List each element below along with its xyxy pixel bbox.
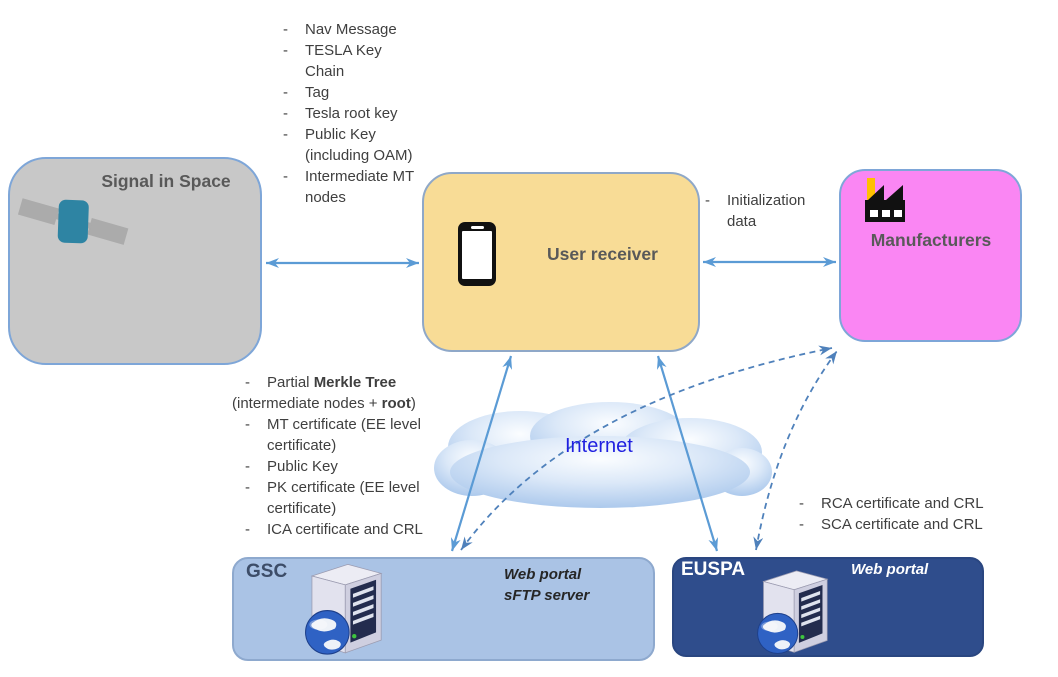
signal-in-space-title: Signal in Space [101, 171, 231, 191]
list-item: - Public Key (including OAM) [283, 126, 413, 164]
list-item: - Public Key [245, 458, 338, 475]
gsc-caption: Web portal sFTP server [504, 566, 590, 604]
arrow-userreceiver-euspa [656, 355, 719, 552]
list-item: - RCA certificate and CRL [799, 495, 984, 512]
bullet-dash: - [283, 105, 288, 122]
gsc-title: GSC [246, 561, 288, 582]
server-globe-icon [757, 570, 829, 654]
bullet-dash: - [245, 479, 250, 496]
bullet-dash: - [283, 168, 288, 185]
euspa-caption: Web portal [851, 561, 929, 578]
list-item: - PK certificate (EE level certificate) [245, 479, 420, 517]
bullet-dash: - [245, 374, 250, 391]
bullet-dash: - [283, 21, 288, 38]
list-item: - TESLA Key Chain [283, 42, 382, 80]
list-item: - SCA certificate and CRL [799, 516, 983, 533]
bullet-dash: - [283, 84, 288, 101]
list-item: - ICA certificate and CRL [245, 521, 423, 538]
satellite-icon [17, 198, 129, 245]
bullet-dash: - [799, 495, 804, 512]
euspa-box [672, 557, 984, 657]
euspa-distribution-list: - RCA certificate and CRL - SCA certific… [799, 493, 1044, 535]
bullet-dash: - [245, 458, 250, 475]
list-item: - Initialization data [705, 192, 806, 230]
list-item-continuation: (intermediate nodes + root) [232, 395, 416, 412]
list-item: - Nav Message [283, 21, 397, 38]
factory-icon [865, 178, 905, 222]
bullet-dash: - [705, 192, 710, 209]
smartphone-icon [458, 222, 496, 286]
list-item: - Intermediate MT nodes [283, 168, 414, 206]
gsc-box [232, 557, 655, 661]
list-item: - Tag [283, 84, 330, 101]
internet-label: Internet [565, 435, 633, 457]
server-globe-icon [305, 564, 383, 655]
list-item: - MT certificate (EE level certificate) [245, 416, 421, 454]
list-item: - Partial Merkle Tree [245, 374, 397, 391]
bullet-dash: - [799, 516, 804, 533]
sis-broadcast-list: - Nav Message - TESLA Key Chain - Tag - … [283, 19, 417, 208]
user-receiver-title: User receiver [547, 244, 658, 264]
bullet-dash: - [245, 521, 250, 538]
bullet-dash: - [283, 42, 288, 59]
list-item: - Tesla root key [283, 105, 398, 122]
online-distribution-list: - Partial Merkle Tree (intermediate node… [232, 372, 463, 540]
manufacturers-title: Manufacturers [870, 230, 992, 250]
bullet-dash: - [283, 126, 288, 143]
signal-in-space-box [8, 157, 262, 365]
initialization-data-list: - Initialization data [705, 190, 829, 232]
bullet-dash: - [245, 416, 250, 433]
euspa-title: EUSPA [681, 559, 746, 580]
arrow-gsc-manufacturers-dashed [460, 345, 833, 551]
